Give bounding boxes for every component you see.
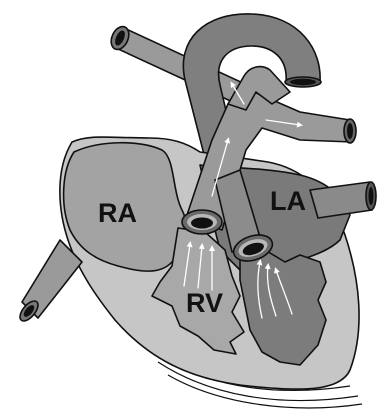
pulmonary-valve-opening bbox=[182, 210, 222, 234]
label-la: LA bbox=[270, 186, 306, 216]
label-ra: RA bbox=[98, 198, 137, 228]
label-rv: RV bbox=[186, 288, 223, 318]
ivc-vessel bbox=[17, 240, 82, 324]
